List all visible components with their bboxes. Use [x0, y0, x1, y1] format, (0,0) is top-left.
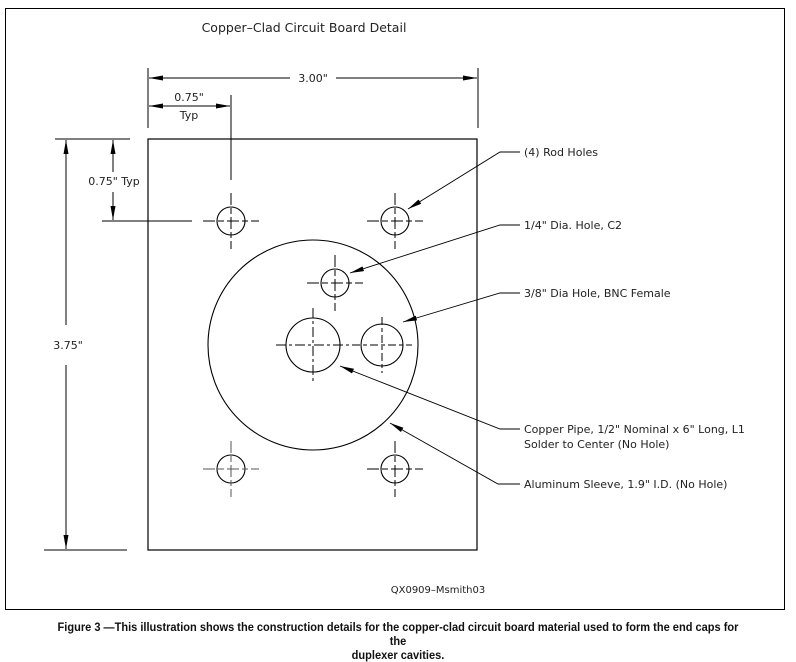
- rod-hole: [203, 193, 259, 249]
- copper-pipe-center: [276, 308, 350, 382]
- figure-caption: Figure 3 —This illustration shows the co…: [50, 620, 746, 662]
- leader-lines: [339, 151, 520, 485]
- quarter-inch-hole-c2: [307, 255, 363, 311]
- callout-aluminum-sleeve: Aluminum Sleeve, 1.9" I.D. (No Hole): [524, 478, 727, 491]
- width-dimension-label: 3.00": [298, 72, 328, 85]
- hole-offset-y-label: 0.75" Typ: [88, 175, 140, 188]
- hole-offset-x-dimension: 0.75" Typ: [149, 91, 232, 180]
- figure-caption-line2: duplexer cavities.: [351, 648, 445, 662]
- drawing-frame: [5, 8, 785, 610]
- height-dimension-label: 3.75": [53, 339, 83, 352]
- callout-quarter-hole: 1/4" Dia. Hole, C2: [524, 219, 622, 232]
- hole-offset-y-dimension: 0.75" Typ: [55, 138, 192, 222]
- width-dimension: 3.00": [147, 68, 479, 128]
- aluminum-sleeve-outline: [207, 239, 419, 451]
- hole-offset-x-label: 0.75": [174, 91, 204, 104]
- hole-offset-x-typ: Typ: [179, 109, 199, 122]
- rod-hole: [203, 441, 259, 497]
- height-dimension: 3.75": [44, 140, 127, 551]
- rod-hole: [367, 193, 423, 249]
- rod-hole: [367, 441, 423, 497]
- drawing-title: Copper–Clad Circuit Board Detail: [202, 20, 407, 35]
- bnc-hole: [352, 317, 412, 373]
- callout-rod-holes: (4) Rod Holes: [524, 146, 598, 159]
- callout-copper-pipe: Copper Pipe, 1/2" Nominal x 6" Long, L1: [524, 423, 745, 436]
- drawing-id: QX0909–Msmith03: [391, 585, 486, 596]
- circuit-board-outline: [147, 138, 478, 551]
- callout-copper-pipe-note: Solder to Center (No Hole): [524, 438, 669, 451]
- callout-bnc-hole: 3/8" Dia Hole, BNC Female: [524, 287, 671, 300]
- figure-caption-line1: Figure 3 —This illustration shows the co…: [57, 620, 739, 648]
